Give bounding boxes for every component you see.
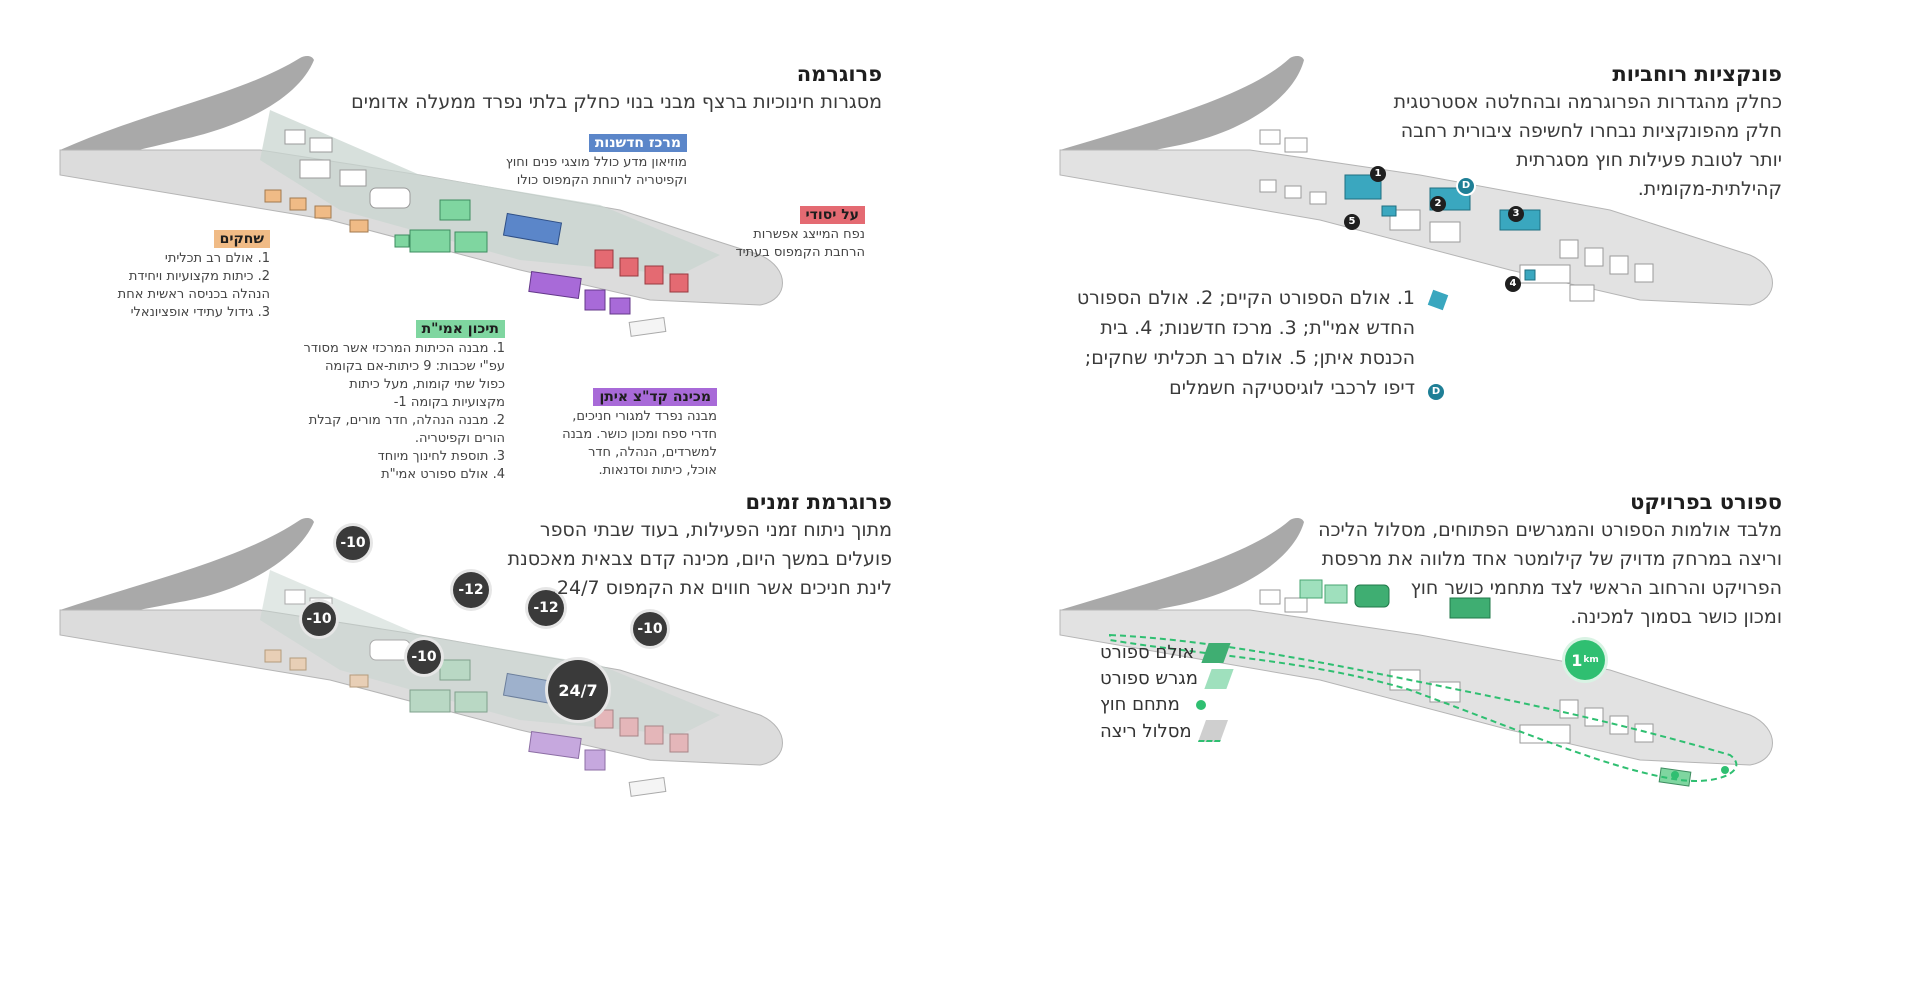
foundation-line: נפח המייצג אפשרות [753, 227, 865, 242]
mechina-tag: מכינה קד"צ איתן [593, 388, 717, 406]
amit-line: עפ"י שכבות: 9 כיתות-אם בקומה [324, 359, 505, 374]
functions-line: חלק מהפונקציות נבחרו לחשיפה ציבורית רחבה [1400, 120, 1782, 142]
functions-line: כחלק מהגדרות הפרוגרמה ובהחלטה אסטרטגית [1393, 91, 1782, 113]
mechina-line: אוכל, כיתות וסדנאות. [598, 463, 718, 478]
sport-hall-icon [1200, 642, 1231, 663]
functions-line: קהילתית-מקומית. [1637, 178, 1782, 200]
mechina-line: מבנה נפרד למגורי חניכים, [572, 409, 717, 424]
amit-line: הורים וקפיטריה. [414, 431, 505, 446]
functions-description: כחלק מהגדרות הפרוגרמה ובהחלטה אסטרטגית ח… [1394, 88, 1782, 204]
functions-marker-2: 2 [1430, 196, 1446, 212]
games-line: 2. כיתות מקצועיות ויחידת [128, 269, 270, 284]
program-subtitle: מסגרות חינוכיות ברצף מבני בנוי כחלק בלתי… [351, 91, 882, 113]
legend-outdoor: מתחם חוץ [1100, 694, 1212, 715]
schedule-line: לינת חניכים אשר חווים את הקמפוס 24/7. [550, 577, 892, 599]
schedule-line: פועלים במשך היום, מכינה קדם צבאית מאכסנת [507, 548, 892, 570]
sport-title: ספורט בפרויקט [1630, 490, 1782, 514]
functions-legend-line: 1. אולם הספורט הקיים; 2. אולם הספורט [1076, 287, 1415, 309]
functions-legend-line: הכנסת איתן; 5. אולם רב תכליתי שחקים; [1084, 347, 1415, 369]
functions-marker-3: 3 [1508, 206, 1524, 222]
distance-value: 1 [1571, 650, 1583, 670]
schedule-badge-amit-hall: -12 [453, 572, 489, 608]
legend-sport-field: מגרש ספורט [1100, 668, 1234, 689]
schedule-badge-foundation: -10 [633, 612, 667, 646]
foundation-tag: על יסודי [799, 206, 865, 224]
foundation-line: הרחבת הקמפוס בעתיד [735, 245, 866, 260]
running-track-icon [1197, 720, 1228, 742]
games-line: 3. גידול עתידי אופציונאלי [130, 305, 270, 320]
sport-line: וריצה במרחק מדויק של קילומטר אחד מלווה א… [1321, 548, 1782, 570]
functions-marker-1: 1 [1370, 166, 1386, 182]
schedule-line: מתוך ניתוח זמני הפעילות, בעוד שבתי הספר [539, 519, 892, 541]
schedule-badge-amit: -10 [407, 640, 441, 674]
functions-site-map [1059, 55, 1773, 306]
sport-site-map [1059, 517, 1773, 787]
schedule-title: פרוגרמת זמנים [745, 490, 892, 514]
legend-depot-badge: D [1428, 384, 1444, 400]
distance-unit: km [1583, 655, 1599, 665]
legend-track: מסלול ריצה [1100, 720, 1228, 742]
functions-title: פונקציות רוחביות [1612, 62, 1782, 86]
amit-line: 2. מבנה הנהלה, חדר מורים, קבלת [308, 413, 505, 428]
sport-field-icon [1204, 668, 1234, 689]
schedule-badge-games-left: -10 [302, 602, 336, 636]
amit-line: 3. תוספת לחינוך מיוחד [377, 449, 505, 464]
schedule-panel: -10 -12 -12 -10 -10 -10 24/7 פרוגרמת זמנ… [0, 490, 960, 981]
amit-line: מקצועיות בקומה 1- [393, 395, 505, 410]
innovation-tag: מרכז חדשנות [588, 134, 687, 152]
sport-description: מלבד אולמות הספורט והמגרשים הפתוחים, מסל… [1318, 516, 1782, 632]
functions-legend-line: החדש אמי"ת; 3. מרכז חדשנות; 4. בית [1100, 317, 1415, 339]
schedule-badge-innovation: -12 [528, 590, 564, 626]
functions-legend: 1. אולם הספורט הקיים; 2. אולם הספורט החד… [1077, 283, 1415, 403]
legend-track-label: מסלול ריצה [1100, 720, 1192, 742]
program-site-map [59, 55, 783, 337]
functions-legend-depot: דיפו לרכבי לוגיסטיקה חשמלים [1169, 377, 1415, 399]
depot-badge: D [1458, 178, 1474, 194]
program-panel: פרוגרמה מסגרות חינוכיות ברצף מבני בנוי כ… [0, 0, 960, 490]
outdoor-area-icon [1195, 699, 1206, 710]
games-line: 1. אולם רב תכליתי [164, 251, 270, 266]
games-desc: 1. אולם רב תכליתי 2. כיתות מקצועיות ויחי… [118, 250, 270, 322]
functions-marker-5: 5 [1344, 214, 1360, 230]
program-title: פרוגרמה [796, 62, 882, 86]
functions-panel: 1 D 2 3 5 4 פונקציות רוחביות כחלק מהגדרו… [960, 0, 1920, 490]
games-line: הנהלה בכניסה ראשית אחת [117, 287, 270, 302]
schedule-badge-games: -10 [336, 526, 370, 560]
mechina-line: חדרי ספח ומכון כושר. מבנה [562, 427, 717, 442]
legend-sport-field-label: מגרש ספורט [1100, 668, 1198, 689]
sport-line: ומכון כושר בסמוך למכינה. [1570, 606, 1782, 628]
functions-line: יותר לטובת פעילות חוץ מסגרתית [1516, 149, 1782, 171]
sport-line: מלבד אולמות הספורט והמגרשים הפתוחים, מסל… [1318, 519, 1782, 541]
innovation-line: וקפיטריה לרווחת הקמפוס כולו [516, 173, 687, 188]
legend-sport-hall: אולם ספורט [1100, 642, 1231, 663]
mechina-line: למשרדים, הנהלה, חדר [588, 445, 717, 460]
amit-tag: תיכון אמי"ת [415, 320, 505, 338]
innovation-line: מוזיאון מדע כולל מוצגי פנים וחוץ [505, 155, 687, 170]
innovation-desc: מוזיאון מדע כולל מוצגי פנים וחוץ וקפיטרי… [506, 154, 687, 190]
amit-line: 1. מבנה הכיתות המרכזי אשר מסודר [303, 341, 505, 356]
amit-line: כפול שתי קומות, מעל כיתות [349, 377, 505, 392]
schedule-description: מתוך ניתוח זמני הפעילות, בעוד שבתי הספר … [508, 516, 892, 603]
amit-desc: 1. מבנה הכיתות המרכזי אשר מסודר עפ"י שכב… [304, 340, 505, 484]
legend-outdoor-label: מתחם חוץ [1100, 694, 1180, 715]
legend-sport-hall-label: אולם ספורט [1100, 642, 1195, 663]
games-tag: שחקים [213, 230, 270, 248]
foundation-desc: נפח המייצג אפשרות הרחבת הקמפוס בעתיד [736, 226, 866, 262]
sport-line: הפרויקט והרחוב הראשי לצד מתחמי כושר חוץ [1410, 577, 1782, 599]
functions-marker-4: 4 [1505, 276, 1521, 292]
amit-line: 4. אולם ספורט אמי"ת [381, 467, 505, 482]
schedule-badge-mechina: 24/7 [548, 660, 608, 720]
mechina-desc: מבנה נפרד למגורי חניכים, חדרי ספח ומכון … [562, 408, 717, 480]
